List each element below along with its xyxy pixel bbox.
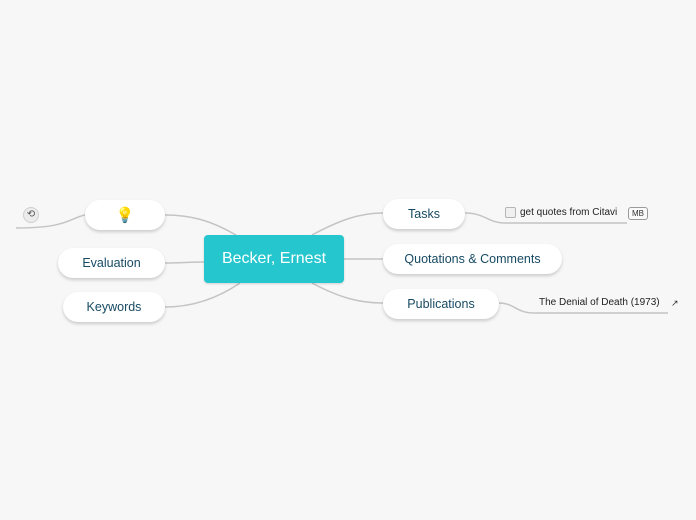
task-checkbox[interactable] — [505, 207, 516, 218]
branch-quotations-comments[interactable]: Quotations & Comments — [383, 244, 562, 274]
branch-evaluation-label: Evaluation — [82, 256, 141, 270]
collapse-branch-icon[interactable]: ⟲ — [23, 207, 39, 223]
branch-publications[interactable]: Publications — [383, 289, 499, 319]
branch-keywords-label: Keywords — [86, 300, 142, 314]
branch-publications-label: Publications — [407, 297, 475, 311]
lightbulb-icon: 💡 — [115, 206, 135, 224]
branch-quotations-label: Quotations & Comments — [404, 252, 541, 266]
central-topic-label: Becker, Ernest — [221, 250, 327, 267]
task-leaf-label: get quotes from Citavi — [520, 207, 618, 218]
task-leaf[interactable]: get quotes from Citavi — [505, 207, 617, 218]
branch-evaluation[interactable]: Evaluation — [58, 248, 165, 278]
publication-leaf-label: The Denial of Death (1973) — [539, 297, 660, 308]
connector-tasks — [311, 212, 384, 236]
publication-leaf[interactable]: The Denial of Death (1973) — [539, 297, 660, 308]
connector-publication-leaf — [498, 302, 668, 314]
connector-idea-collapse — [15, 214, 86, 229]
branch-idea[interactable]: 💡 — [85, 200, 165, 230]
assignee-badge: MB — [628, 207, 648, 220]
central-topic[interactable]: Becker, Ernest — [204, 235, 344, 283]
connector-idea — [164, 214, 237, 236]
connector-evaluation — [164, 261, 205, 264]
branch-keywords[interactable]: Keywords — [63, 292, 165, 322]
connector-task-leaf — [464, 212, 627, 224]
connector-publications — [311, 282, 384, 304]
branch-tasks-label: Tasks — [408, 207, 440, 221]
connector-keywords — [164, 282, 241, 308]
branch-tasks[interactable]: Tasks — [383, 199, 465, 229]
link-icon[interactable]: ↗ — [671, 298, 679, 308]
